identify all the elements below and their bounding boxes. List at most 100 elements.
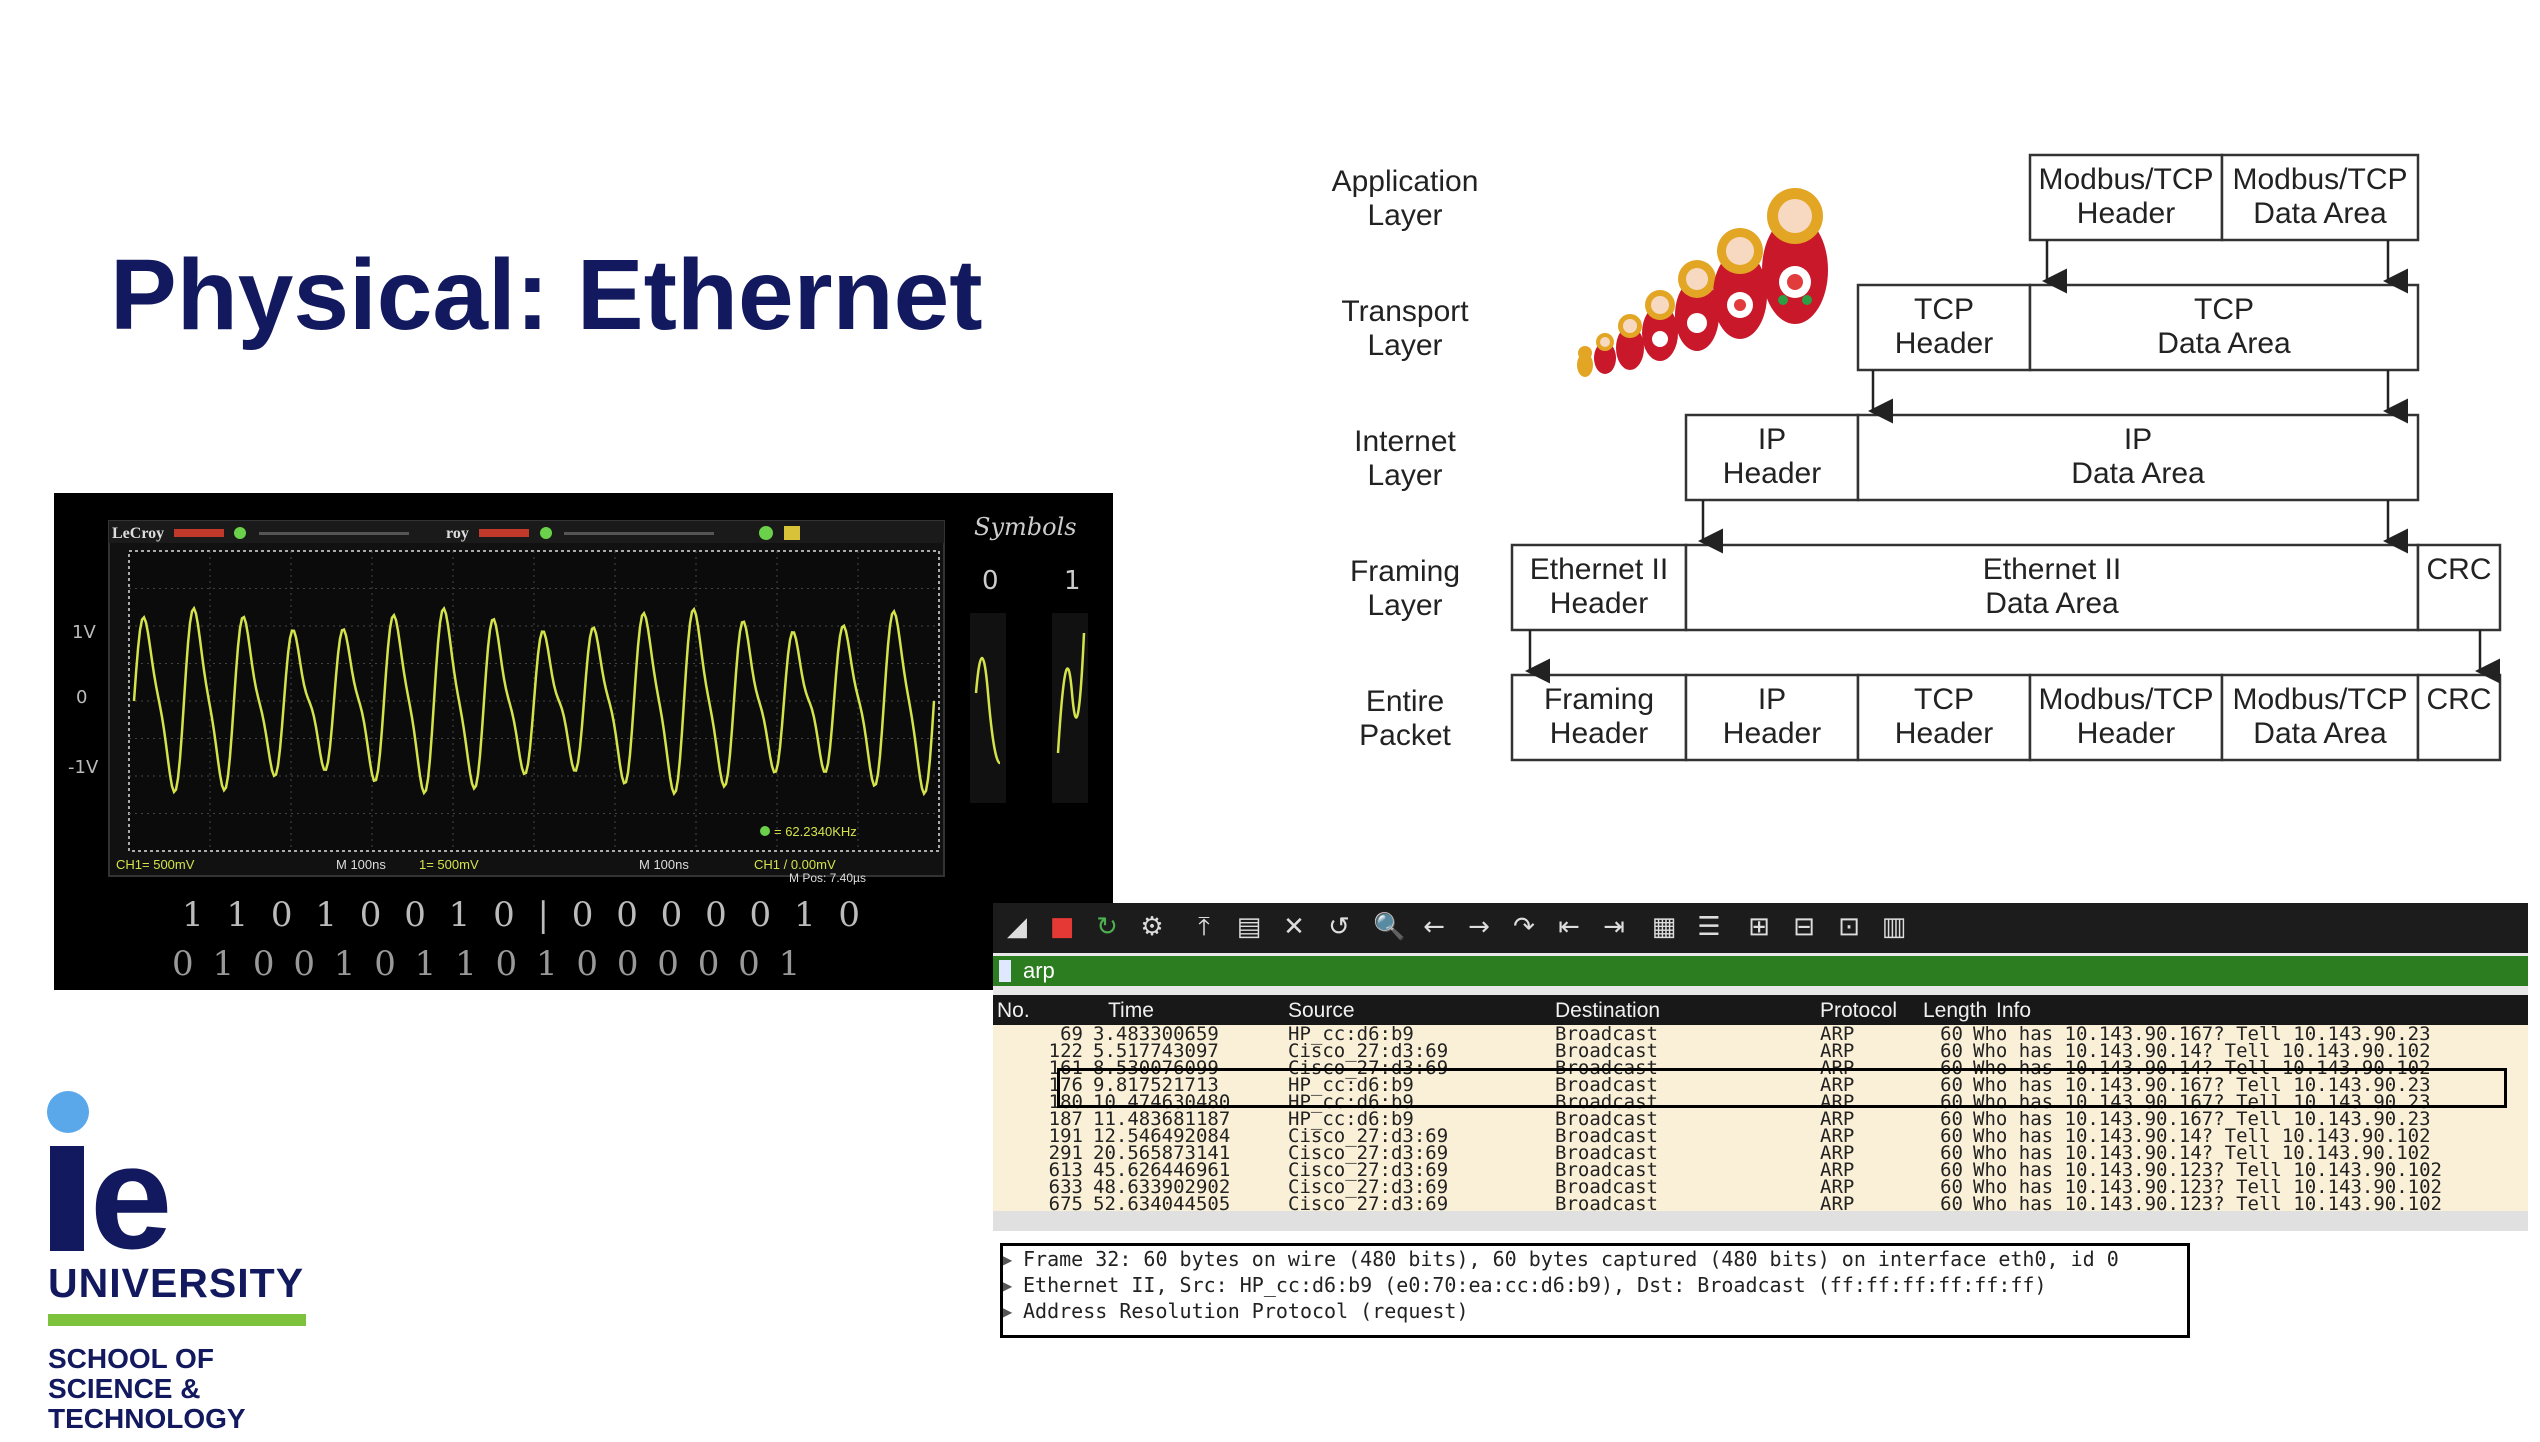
bookmark-icon[interactable]: [999, 960, 1011, 982]
cell-no: 291: [1048, 1142, 1083, 1164]
logo-dot: [47, 1091, 89, 1133]
autoscroll-icon[interactable]: ▦: [1651, 912, 1677, 942]
zoom-out-icon[interactable]: ⊟: [1793, 912, 1815, 942]
find-icon[interactable]: 🔍: [1373, 912, 1406, 942]
cell-protocol: ARP: [1820, 1176, 1855, 1198]
cell-source: Cisco_27:d3:69: [1288, 1125, 1449, 1147]
cell-info: Who has 10.143.90.14? Tell 10.143.90.102: [1973, 1040, 2431, 1062]
cell-time: 45.626446961: [1093, 1159, 1231, 1181]
cell-no: 122: [1048, 1040, 1083, 1062]
column-info[interactable]: Info: [1996, 999, 2032, 1022]
first-icon[interactable]: ⇤: [1558, 912, 1580, 942]
layer-label-1: Transport: [1341, 295, 1469, 328]
column-destination[interactable]: Destination: [1555, 999, 1661, 1022]
pane-divider[interactable]: [993, 1211, 2528, 1231]
cell-info: Who has 10.143.90.14? Tell 10.143.90.102: [1973, 1125, 2431, 1147]
column-protocol[interactable]: Protocol: [1820, 999, 1898, 1022]
layer-label-2: Internet: [1354, 425, 1456, 458]
column-source[interactable]: Source: [1288, 999, 1355, 1022]
reload-icon[interactable]: ↺: [1328, 912, 1350, 942]
cell-source: Cisco_27:d3:69: [1288, 1159, 1449, 1181]
cell-time: 20.565873141: [1093, 1142, 1231, 1164]
zoom-in-icon[interactable]: ⊞: [1748, 912, 1770, 942]
column-no[interactable]: No.: [997, 999, 1030, 1022]
colorize-icon[interactable]: ☰: [1697, 912, 1721, 942]
back-icon[interactable]: ←: [1423, 912, 1445, 942]
detail-line[interactable]: Address Resolution Protocol (request): [1023, 1299, 1469, 1323]
transport-box-1-line1: TCP: [2194, 293, 2254, 326]
close-icon[interactable]: ✕: [1283, 912, 1305, 942]
cell-no: 69: [1060, 1023, 1083, 1045]
detail-line[interactable]: Ethernet II, Src: HP_cc:d6:b9 (e0:70:ea:…: [1023, 1273, 2047, 1297]
goto-icon[interactable]: ↷: [1513, 912, 1535, 942]
options-icon[interactable]: ⚙: [1140, 912, 1164, 942]
restart-icon[interactable]: ↻: [1096, 912, 1118, 942]
cell-info: Who has 10.143.90.123? Tell 10.143.90.10…: [1973, 1193, 2442, 1215]
cell-protocol: ARP: [1820, 1074, 1855, 1096]
cell-no: 633: [1048, 1176, 1083, 1198]
scope-ch1-scale: CH1= 500mV: [116, 857, 195, 872]
expand-arrow-icon[interactable]: ▶: [1003, 1279, 1013, 1293]
open-icon[interactable]: ⤒: [1198, 912, 1210, 942]
symbols-heading: Symbols: [974, 513, 1077, 541]
layer-label-3: Framing: [1350, 555, 1460, 588]
cell-no: 191: [1048, 1125, 1083, 1147]
resize-columns-icon[interactable]: ▥: [1881, 912, 1907, 942]
cell-length: 60: [1940, 1193, 1963, 1215]
stop-icon[interactable]: ■: [1049, 912, 1075, 942]
packet-box-2-line1: TCP: [1914, 683, 1974, 716]
packet-box-4-line2: Data Area: [2253, 717, 2387, 750]
cell-protocol: ARP: [1820, 1125, 1855, 1147]
cell-destination: Broadcast: [1555, 1142, 1658, 1164]
detail-line[interactable]: Frame 32: 60 bytes on wire (480 bits), 6…: [1023, 1247, 2119, 1271]
logo-university: UNIVERSITY: [48, 1260, 305, 1306]
layer-label-2-line2: Layer: [1367, 459, 1442, 492]
cell-protocol: ARP: [1820, 1159, 1855, 1181]
layer-label-4-line2: Packet: [1359, 719, 1451, 752]
ie-university-logo: e UNIVERSITY SCHOOL OF SCIENCE & TECHNOL…: [46, 1090, 316, 1435]
layer-label-1-line2: Layer: [1367, 329, 1442, 362]
layer-label-4: Entire: [1366, 685, 1444, 718]
cell-time: 12.546492084: [1093, 1125, 1231, 1147]
last-icon[interactable]: ⇥: [1603, 912, 1625, 942]
internet-box-1-line1: IP: [2124, 423, 2152, 456]
symbol-1-label: 1: [1064, 566, 1081, 596]
logo-school-line-3: TECHNOLOGY: [48, 1403, 246, 1434]
packet-box-3-line2: Header: [2077, 717, 2175, 750]
column-length[interactable]: Length: [1923, 999, 1988, 1022]
shark-fin-icon[interactable]: ◢: [1007, 912, 1027, 942]
cell-destination: Broadcast: [1555, 1176, 1658, 1198]
expand-arrow-icon[interactable]: ▶: [1003, 1305, 1013, 1319]
logo-e-letter: e: [90, 1115, 172, 1255]
forward-icon[interactable]: →: [1468, 912, 1490, 942]
framing-box-1-line1: Ethernet II: [1983, 553, 2121, 586]
save-icon[interactable]: ▤: [1236, 912, 1262, 942]
symbol-0-label: 0: [982, 566, 999, 596]
display-filter-bar[interactable]: arp: [993, 956, 2528, 986]
scope-brand-left: LeCroy: [112, 525, 164, 542]
expand-arrow-icon[interactable]: ▶: [1003, 1253, 1013, 1267]
normal-size-icon[interactable]: ⊡: [1838, 912, 1860, 942]
logo-bar: [48, 1314, 306, 1326]
packet-details-pane: ▶ Frame 32: 60 bytes on wire (480 bits), …: [993, 1231, 2528, 1435]
display-filter-input[interactable]: arp: [1023, 958, 1055, 983]
packet-box-4-line1: Modbus/TCP: [2232, 683, 2407, 716]
column-time[interactable]: Time: [1108, 999, 1154, 1022]
cell-protocol: ARP: [1820, 1142, 1855, 1164]
level-low-label: -1V: [68, 757, 99, 778]
